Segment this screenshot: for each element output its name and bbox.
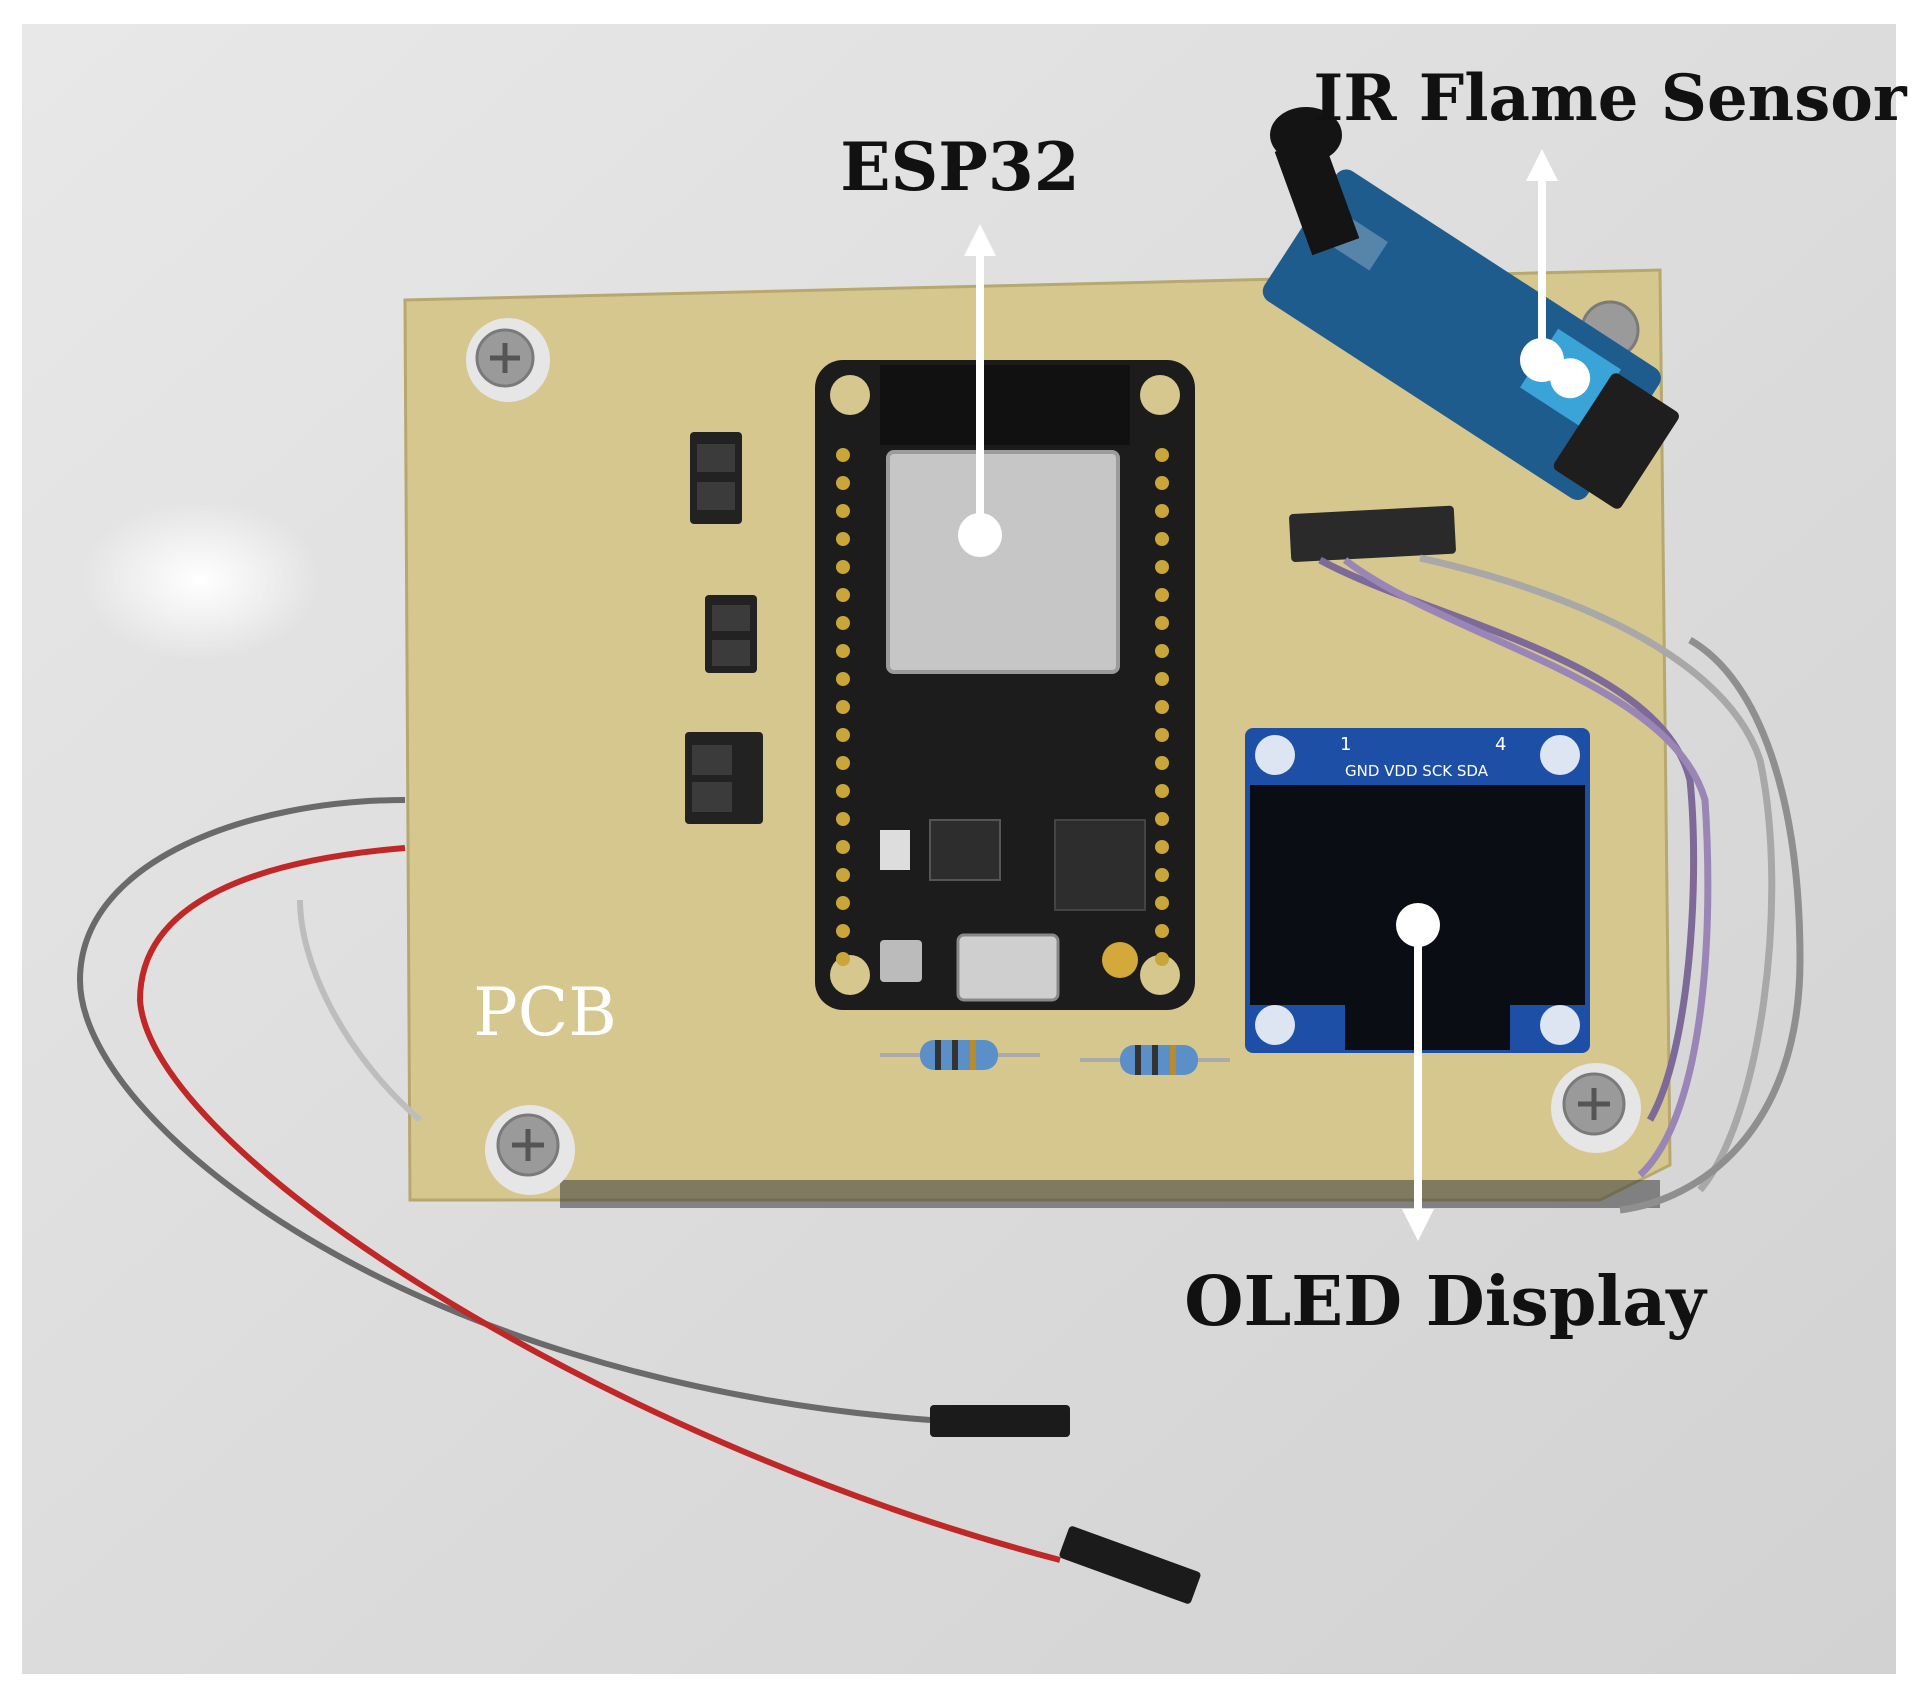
esp32-pin-row-right: [1155, 448, 1169, 966]
esp32-pin: [836, 504, 850, 518]
red-wire-plug: [1059, 1526, 1201, 1604]
esp32-pin: [836, 448, 850, 462]
esp32-pin: [1155, 728, 1169, 742]
esp32-pin: [836, 924, 850, 938]
esp32-pin: [836, 476, 850, 490]
esp32-pin-row-left: [836, 448, 850, 966]
ir-flame-sensor-label: IR Flame Sensor: [1313, 61, 1908, 136]
usb-port: [956, 933, 1060, 1002]
esp32-pin: [836, 560, 850, 574]
wire-gray: [76, 797, 931, 1423]
oled-pin-names: GND VDD SCK SDA: [1345, 762, 1489, 780]
esp32-pin: [1155, 756, 1169, 770]
ir-led: [1270, 107, 1360, 256]
esp32-pin: [836, 588, 850, 602]
screw-bottom-right: [1551, 1063, 1641, 1153]
esp32-pin: [1155, 644, 1169, 658]
esp32-pin: [836, 896, 850, 910]
esp32-pin: [1155, 560, 1169, 574]
oled-pin-end: 4: [1495, 734, 1506, 755]
ir-flame-sensor-pointer-arrow: [1520, 149, 1564, 382]
esp32-pin: [836, 644, 850, 658]
gray-wire-plug: [930, 1405, 1070, 1437]
esp32-pin: [836, 952, 850, 966]
esp32-pin: [1155, 952, 1169, 966]
esp32-pin: [836, 616, 850, 630]
pcb-label: PCB: [473, 974, 616, 1051]
esp32-pin: [836, 700, 850, 714]
esp32-pin: [1155, 672, 1169, 686]
esp32-pin: [1155, 868, 1169, 882]
esp32-pin: [1155, 588, 1169, 602]
esp32-pin: [1155, 840, 1169, 854]
esp32-pin: [1155, 448, 1169, 462]
wires-sensor: [1318, 554, 1804, 1214]
esp32-pin: [836, 868, 850, 882]
esp32-pin: [1155, 924, 1169, 938]
resistor-1: [880, 1040, 1040, 1070]
esp32-pin: [836, 672, 850, 686]
esp32-pin: [836, 728, 850, 742]
screw-top-left: [466, 318, 550, 402]
esp32-pin: [836, 840, 850, 854]
oled-pin-start: 1: [1340, 734, 1351, 755]
esp32-module-shield: [886, 450, 1120, 674]
esp32-pin: [1155, 784, 1169, 798]
esp32-pin: [836, 812, 850, 826]
screw-bottom-left: [485, 1105, 575, 1195]
esp32-pin: [1155, 616, 1169, 630]
esp32-pin: [1155, 700, 1169, 714]
resistor-2: [1080, 1045, 1230, 1075]
esp32-pin: [1155, 476, 1169, 490]
esp32-pin: [836, 756, 850, 770]
esp32-pin: [836, 532, 850, 546]
wire-red: [136, 845, 1061, 1563]
esp32-pin: [1155, 504, 1169, 518]
esp32-pin: [1155, 532, 1169, 546]
esp32-pin: [1155, 896, 1169, 910]
esp32-pointer-arrow: [958, 224, 1002, 557]
wires-power: [76, 797, 1061, 1563]
esp32-pin: [836, 784, 850, 798]
esp32-label: ESP32: [840, 128, 1079, 206]
header-connector: [1289, 505, 1456, 562]
esp32-pin: [1155, 812, 1169, 826]
esp32-board: [815, 360, 1195, 1010]
oled-display-pointer-arrow: [1396, 903, 1440, 1241]
oled-display-label: OLED Display: [1184, 1262, 1708, 1342]
light-glare: [80, 500, 320, 660]
